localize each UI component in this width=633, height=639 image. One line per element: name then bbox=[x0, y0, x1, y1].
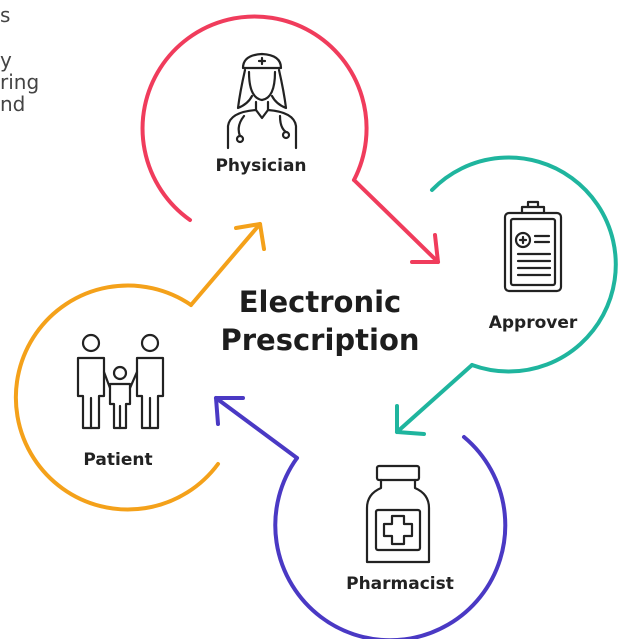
patient-cycle bbox=[13, 222, 266, 512]
pharmacist-arc bbox=[273, 435, 508, 639]
approver-arrowhead bbox=[395, 404, 426, 436]
physician-arc bbox=[140, 14, 369, 222]
medicine-bottle-icon bbox=[365, 464, 431, 564]
pharmacist-arrowhead bbox=[214, 396, 245, 426]
physician-cycle bbox=[140, 14, 440, 264]
approver-cycle bbox=[395, 155, 618, 436]
pharmacist-cycle bbox=[214, 396, 508, 639]
physician-label: Physician bbox=[215, 156, 307, 176]
nurse-icon bbox=[226, 52, 298, 150]
physician-arrowhead bbox=[410, 233, 440, 264]
approver-label: Approver bbox=[488, 313, 578, 333]
approver-arc bbox=[430, 155, 618, 374]
side-text-line-3: ring bbox=[0, 70, 40, 94]
side-text-line-1: s bbox=[0, 3, 11, 27]
side-text-line-4: nd bbox=[0, 92, 26, 116]
family-icon bbox=[76, 333, 165, 430]
clipboard-icon bbox=[503, 200, 563, 293]
center-title: Electronic Prescription bbox=[210, 283, 430, 359]
patient-label: Patient bbox=[83, 450, 153, 470]
pharmacist-label: Pharmacist bbox=[346, 574, 454, 594]
patient-arc bbox=[13, 283, 220, 512]
center-title-line-2: Prescription bbox=[220, 323, 420, 357]
patient-arrowhead bbox=[234, 222, 266, 251]
side-text-line-2: y bbox=[0, 48, 12, 72]
center-title-line-1: Electronic bbox=[238, 285, 402, 319]
